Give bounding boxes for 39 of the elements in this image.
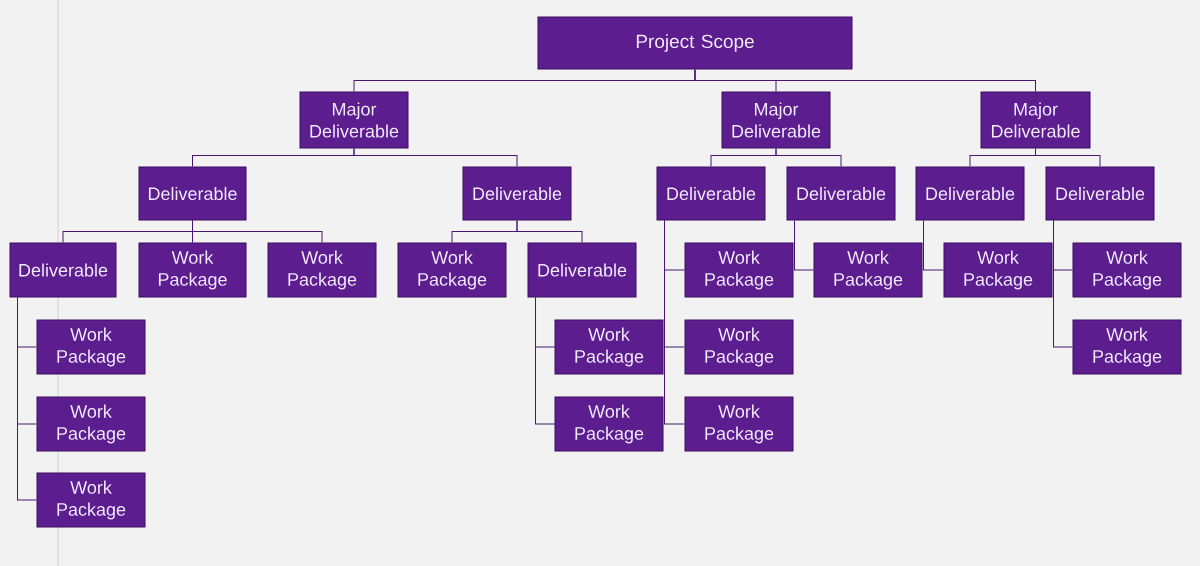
hierarchy-box: Deliverable [656,166,766,221]
hierarchy-box: Work Package [684,242,794,298]
hierarchy-box: Work Package [943,242,1053,298]
hierarchy-box: Work Package [36,319,146,375]
hierarchy-box: Deliverable [9,242,117,298]
hierarchy-box: Work Package [138,242,247,298]
hierarchy-box: Deliverable [786,166,896,221]
hierarchy-box: Work Package [1072,319,1182,375]
hierarchy-box: Work Package [554,396,664,452]
connector-line [775,148,842,167]
connector-line [694,69,1036,92]
hierarchy-box: Work Package [397,242,507,298]
connector-line [353,148,518,167]
hierarchy-box: Deliverable [138,166,247,221]
hierarchy-box: Work Package [813,242,923,298]
hierarchy-box: Major Deliverable [721,91,831,149]
hierarchy-box: Deliverable [915,166,1025,221]
connector-line [516,220,583,243]
hierarchy-box: Deliverable [462,166,572,221]
hierarchy-box: Work Package [267,242,377,298]
hierarchy-box: Work Package [36,396,146,452]
hierarchy-box: Major Deliverable [299,91,409,149]
connector-line [192,220,323,243]
hierarchy-box: Work Package [554,319,664,375]
hierarchy-box: Work Package [36,472,146,528]
hierarchy-box: Work Package [684,319,794,375]
connector-line [1035,148,1101,167]
connector-line [535,297,555,425]
hierarchy-box: Work Package [684,396,794,452]
hierarchy-box: Major Deliverable [980,91,1091,149]
connector-line [1053,220,1073,348]
hierarchy-box: Deliverable [527,242,637,298]
connector-line [664,220,685,425]
connector-line [794,220,814,271]
hierarchy-box: Work Package [1072,242,1182,298]
title-box: Project Scope [537,16,853,70]
hierarchy-box: Deliverable [1045,166,1155,221]
connector-line [17,297,37,501]
connector-line [923,220,944,271]
